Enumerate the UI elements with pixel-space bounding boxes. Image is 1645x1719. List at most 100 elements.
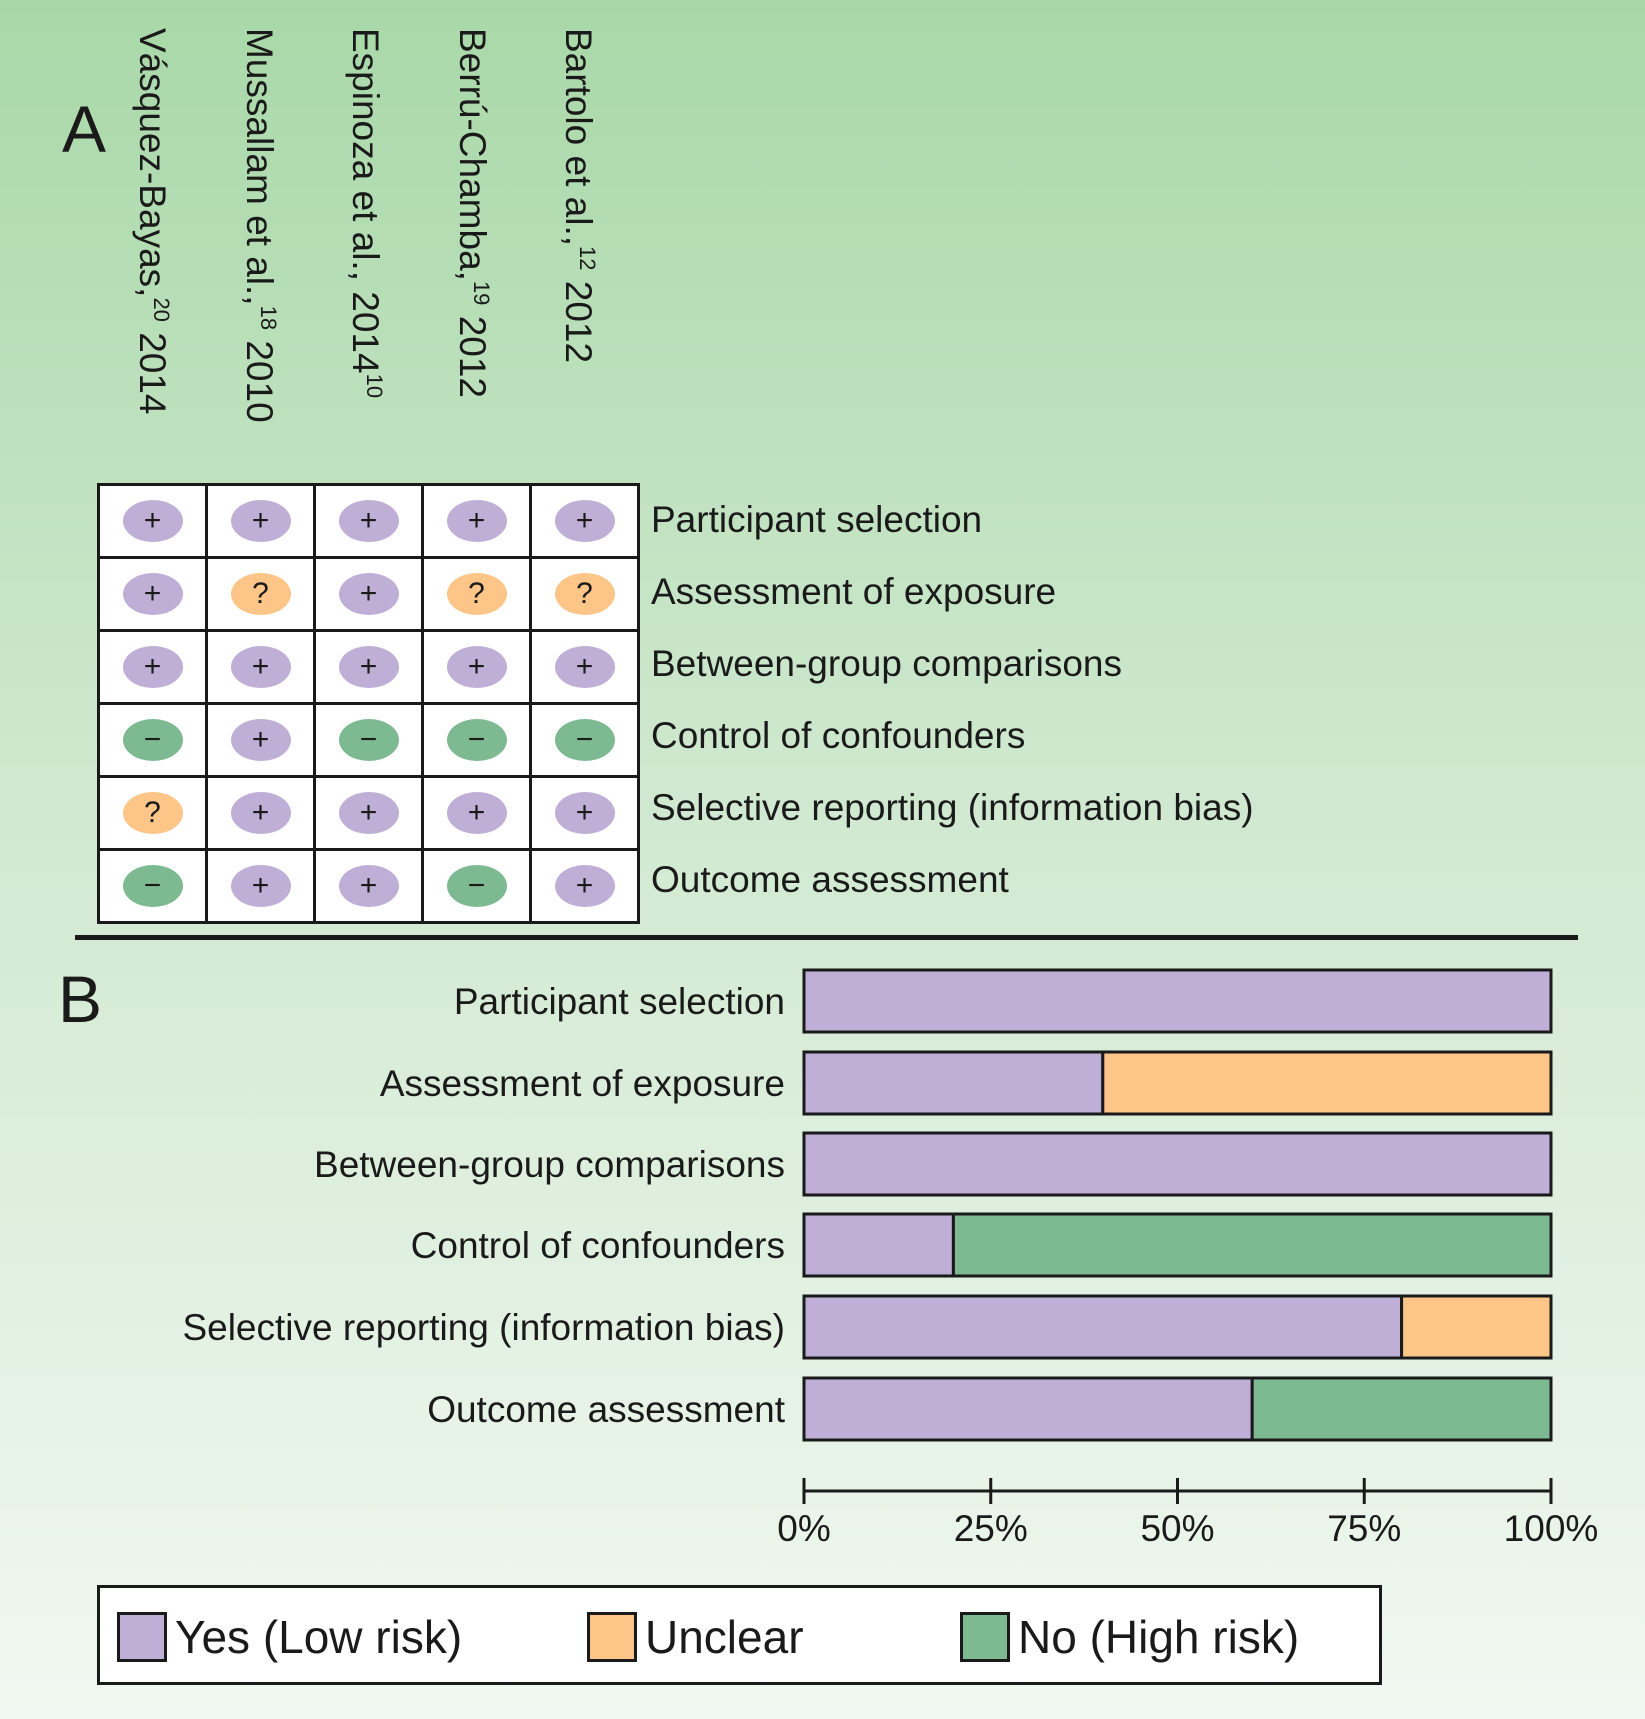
judgement-unclear-icon: ?: [230, 573, 291, 615]
legend-swatch-yes: [117, 1612, 167, 1662]
table-cell: +: [313, 556, 424, 632]
judgement-no-icon: −: [338, 719, 399, 761]
table-row: +? +??: [97, 556, 640, 632]
legend: Yes (Low risk) Unclear No (High risk): [97, 1585, 1382, 1685]
table-row: + + + + +: [97, 483, 640, 559]
judgement-yes-icon: +: [122, 500, 183, 542]
table-cell: ?: [421, 556, 532, 632]
bar-label-control-of-confounders: Control of confounders: [410, 1225, 785, 1266]
judgement-yes-icon: +: [554, 646, 615, 688]
table-cell: ?: [205, 556, 316, 632]
domain-label-assessment-of-exposure: Assessment of exposure: [651, 571, 1057, 612]
judgement-yes-icon: +: [338, 646, 399, 688]
judgement-yes-icon: +: [446, 500, 507, 542]
table-cell: −: [313, 702, 424, 778]
judgement-no-icon: −: [446, 865, 507, 907]
table-cell: +: [529, 483, 640, 559]
bar-segment-yes: [802, 1131, 1553, 1197]
judgement-yes-icon: +: [554, 500, 615, 542]
legend-label-yes: Yes (Low risk): [175, 1611, 463, 1663]
judgement-unclear-icon: ?: [122, 792, 183, 834]
x-tick-label: 50%: [1140, 1508, 1214, 1549]
table-cell: −: [421, 702, 532, 778]
bar-label-assessment-of-exposure: Assessment of exposure: [379, 1063, 785, 1104]
table-cell: +: [313, 629, 424, 705]
judgement-no-icon: −: [554, 719, 615, 761]
judgement-yes-icon: +: [230, 719, 291, 761]
table-cell: +: [529, 629, 640, 705]
bar-segment-yes: [802, 1050, 1105, 1116]
domain-label-participant-selection: Participant selection: [651, 499, 983, 540]
table-cell: +: [421, 775, 532, 851]
table-row: + + + + +: [97, 629, 640, 705]
x-tick-label: 0%: [777, 1508, 830, 1549]
table-cell: +: [421, 483, 532, 559]
judgement-yes-icon: +: [446, 646, 507, 688]
domain-label-between-group-comparisons: Between-group comparisons: [651, 643, 1122, 684]
x-tick-label: 25%: [954, 1508, 1028, 1549]
table-cell: +: [529, 775, 640, 851]
table-cell: +: [313, 775, 424, 851]
judgement-yes-icon: +: [230, 500, 291, 542]
table-cell: +: [205, 629, 316, 705]
table-cell: −: [97, 702, 208, 778]
bar-label-participant-selection: Participant selection: [453, 981, 785, 1022]
table-cell: +: [313, 483, 424, 559]
bar-segment-yes: [802, 1376, 1254, 1442]
table-cell: +: [205, 702, 316, 778]
legend-swatch-no: [960, 1612, 1010, 1662]
judgement-no-icon: −: [122, 719, 183, 761]
domain-label-outcome-assessment: Outcome assessment: [651, 859, 1009, 900]
bar-label-selective-reporting-information-bias: Selective reporting (information bias): [182, 1307, 785, 1348]
table-cell: +: [529, 848, 640, 924]
panel-a-letter: A: [62, 92, 107, 166]
table-cell: +: [205, 848, 316, 924]
table-cell: +: [205, 483, 316, 559]
table-cell: ?: [529, 556, 640, 632]
table-cell: +: [205, 775, 316, 851]
judgement-yes-icon: +: [446, 792, 507, 834]
bar-label-outcome-assessment: Outcome assessment: [427, 1389, 785, 1430]
table-row: − + − − −: [97, 702, 640, 778]
judgement-yes-icon: +: [338, 792, 399, 834]
judgement-no-icon: −: [122, 865, 183, 907]
legend-swatch-unclear: [587, 1612, 637, 1662]
judgement-unclear-icon: ?: [554, 573, 615, 615]
judgement-unclear-icon: ?: [446, 573, 507, 615]
bar-segment-no: [951, 1212, 1553, 1278]
table-row: − + + − +: [97, 848, 640, 924]
table-cell: +: [313, 848, 424, 924]
judgement-yes-icon: +: [230, 646, 291, 688]
judgement-yes-icon: +: [230, 865, 291, 907]
judgement-yes-icon: +: [554, 865, 615, 907]
table-cell: −: [529, 702, 640, 778]
legend-item-yes: Yes (Low risk): [117, 1610, 462, 1664]
bar-segment-yes: [802, 1212, 955, 1278]
table-cell: ?: [97, 775, 208, 851]
judgement-yes-icon: +: [338, 500, 399, 542]
bar-segment-yes: [802, 968, 1553, 1034]
judgement-yes-icon: +: [338, 573, 399, 615]
bar-segment-unclear: [1400, 1294, 1553, 1360]
table-cell: −: [97, 848, 208, 924]
table-cell: +: [97, 629, 208, 705]
domain-label-selective-reporting-information-bias: Selective reporting (information bias): [651, 787, 1254, 828]
table-cell: +: [97, 483, 208, 559]
table-row: ? + + + +: [97, 775, 640, 851]
bar-segment-unclear: [1101, 1050, 1553, 1116]
legend-item-no: No (High risk): [960, 1610, 1299, 1664]
legend-item-unclear: Unclear: [587, 1610, 804, 1664]
bar-segment-no: [1250, 1376, 1553, 1442]
risk-of-bias-table: ++++++?+??+++++−+−−−?++++−++−+: [97, 483, 640, 924]
table-cell: +: [421, 629, 532, 705]
judgement-no-icon: −: [446, 719, 507, 761]
judgement-yes-icon: +: [122, 573, 183, 615]
table-cell: +: [97, 556, 208, 632]
legend-label-no: No (High risk): [1018, 1611, 1300, 1663]
x-tick-label: 100%: [1504, 1508, 1599, 1549]
legend-label-unclear: Unclear: [645, 1611, 804, 1663]
judgement-yes-icon: +: [338, 865, 399, 907]
judgement-yes-icon: +: [554, 792, 615, 834]
